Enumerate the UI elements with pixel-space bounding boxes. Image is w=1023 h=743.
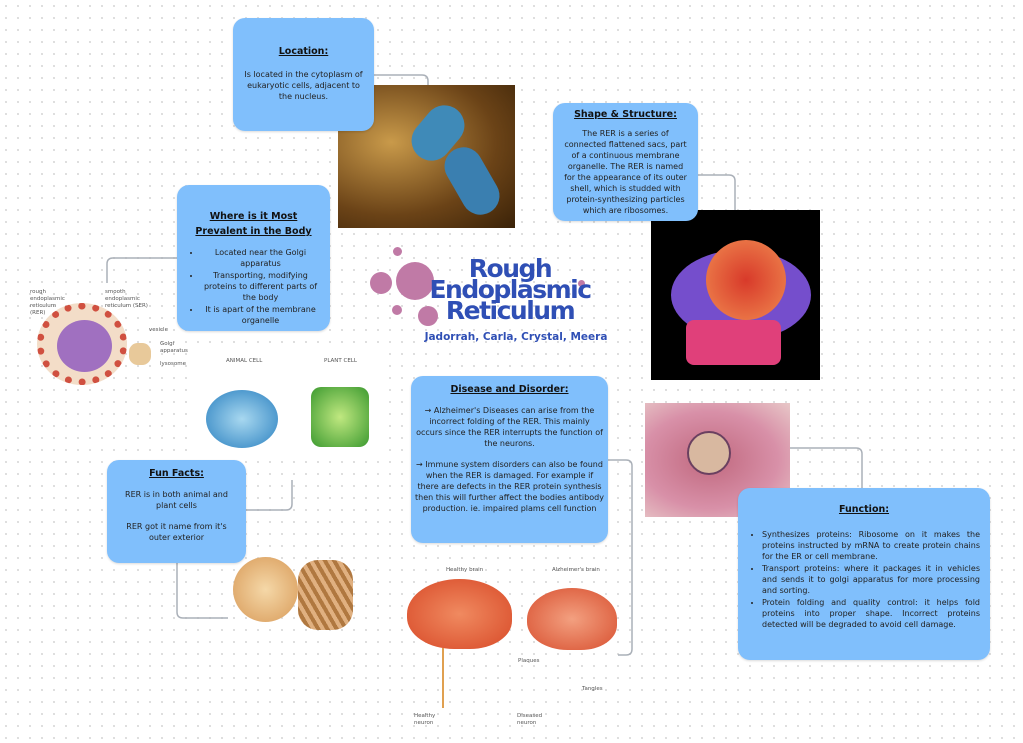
fun-fact: RER is in both animal and plant cells bbox=[125, 490, 228, 510]
label-tangles: Tangles bbox=[582, 686, 603, 692]
label-plaques: Plaques bbox=[518, 658, 540, 664]
label-ser: smooth endoplasmic reticulum (SER) bbox=[105, 289, 148, 309]
label-rer: rough endoplasmic reticulum (RER) bbox=[30, 289, 65, 316]
title-line: Reticulum bbox=[445, 296, 576, 325]
function-item: Transport proteins: where it packages it… bbox=[762, 563, 980, 596]
function-item: Synthesizes proteins: Ribosome on it mak… bbox=[762, 529, 980, 562]
label-diseased-neuron: Diseased neuron bbox=[517, 713, 543, 726]
shape-card: Shape & Structure: The RER is a series o… bbox=[553, 103, 698, 221]
connector-function bbox=[790, 447, 863, 488]
fun-facts-card: Fun Facts: RER is in both animal and pla… bbox=[107, 460, 246, 563]
label-lysosome: lysosome bbox=[160, 361, 186, 367]
golgi-rer-image bbox=[228, 545, 362, 637]
cell-diagram-image: rough endoplasmic reticulum (RER) smooth… bbox=[27, 285, 202, 387]
connector-shape bbox=[698, 174, 736, 210]
label-golgi: Golgi apparatus bbox=[160, 341, 188, 354]
disease-text: → Alzheimer's Diseases can arise from th… bbox=[416, 406, 603, 448]
shape-text: The RER is a series of connected flatten… bbox=[564, 129, 687, 215]
disease-card: Disease and Disorder: → Alzheimer's Dise… bbox=[411, 376, 608, 543]
page-title: Rough Endoplasmic Reticulum bbox=[412, 254, 608, 325]
brain-comparison-image: Healthy brain Alzheimer's brain Plaques … bbox=[402, 563, 618, 735]
connector-disease bbox=[608, 459, 633, 656]
fun-facts-heading: Fun Facts: bbox=[149, 468, 204, 479]
prevalent-item: Transporting, modifying proteins to diff… bbox=[201, 270, 320, 303]
location-heading: Location: bbox=[278, 46, 329, 57]
disease-heading: Disease and Disorder: bbox=[450, 384, 569, 395]
authors: Jadorrah, Carla, Crystal, Meera bbox=[424, 331, 608, 343]
connector-funfacts-golgi bbox=[176, 563, 228, 619]
label-healthy-brain: Healthy brain bbox=[446, 567, 484, 573]
function-item: Protein folding and quality control: it … bbox=[762, 597, 980, 630]
label-alzheimers-brain: Alzheimer's brain bbox=[552, 567, 600, 573]
label-healthy-neuron: Healthy neuron bbox=[414, 713, 436, 726]
prevalent-heading: Where is it Most Prevalent in the Body bbox=[195, 211, 312, 237]
location-card: Location: Is located in the cytoplasm of… bbox=[233, 18, 374, 131]
animal-plant-cell-image: ANIMAL CELL PLANT CELL bbox=[196, 352, 382, 458]
label-vesicle: vesicle bbox=[149, 327, 168, 333]
location-text: Is located in the cytoplasm of eukaryoti… bbox=[244, 70, 363, 101]
connector-prevalent bbox=[106, 257, 177, 283]
function-heading: Function: bbox=[838, 504, 890, 515]
prevalent-item: It is apart of the membrane organelle bbox=[201, 304, 320, 326]
fun-fact: RER got it name from it's outer exterior bbox=[126, 522, 227, 542]
title-line: Endoplasmic bbox=[429, 275, 592, 304]
disease-text: → Immune system disorders can also be fo… bbox=[415, 460, 604, 513]
title-line: Rough bbox=[468, 254, 553, 283]
connector-location bbox=[374, 74, 429, 85]
function-card: Function: Synthesizes proteins: Ribosome… bbox=[738, 488, 990, 660]
connector-funfacts-cells bbox=[246, 480, 293, 511]
prevalent-card: Where is it Most Prevalent in the Body L… bbox=[177, 185, 330, 331]
label-animal-cell: ANIMAL CELL bbox=[226, 358, 263, 364]
label-plant-cell: PLANT CELL bbox=[324, 358, 357, 364]
prevalent-item: Located near the Golgi apparatus bbox=[201, 247, 320, 269]
shape-heading: Shape & Structure: bbox=[574, 109, 677, 120]
rer-3d-image bbox=[651, 210, 820, 380]
